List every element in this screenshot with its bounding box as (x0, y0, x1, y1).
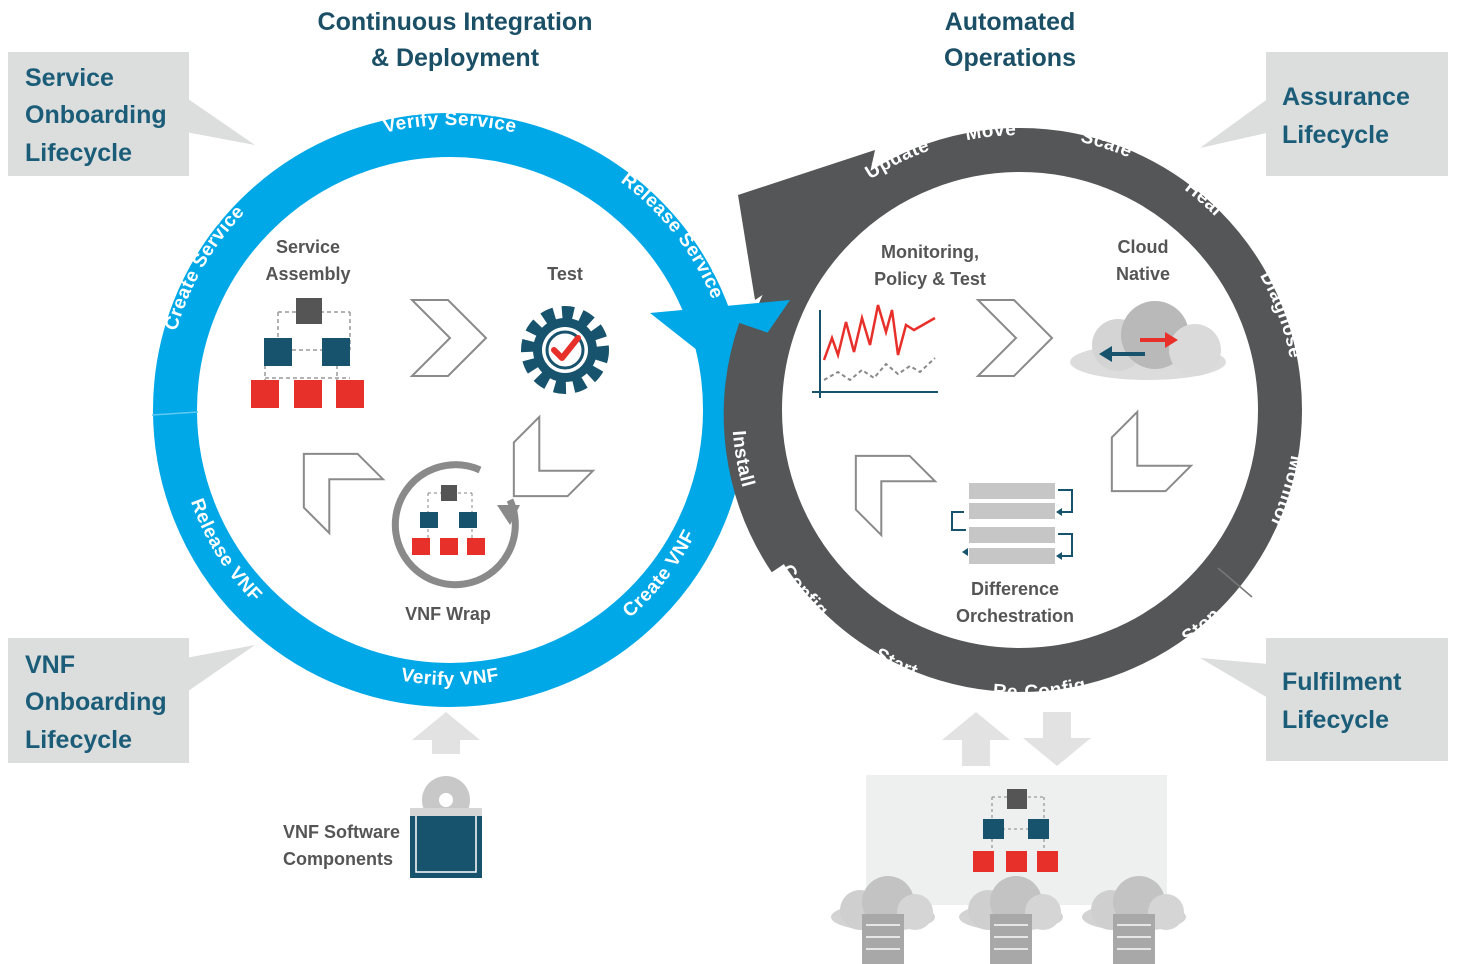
chevron-right-icon (411, 299, 487, 377)
cloud-server-icon-1 (831, 876, 935, 964)
blue-ring-arrowhead (650, 300, 790, 380)
difference-label: Difference (971, 579, 1059, 599)
fulfilment-line1: Fulfilment (1282, 668, 1402, 696)
ci-title-line1: Continuous Integration (318, 8, 593, 36)
service-onboarding-line2: Onboarding (25, 101, 167, 129)
deployed-service-tree-icon (973, 789, 1058, 872)
orchestration-stack-icon (951, 483, 1073, 564)
cloud-server-icon-3 (1082, 876, 1186, 964)
chevron-up-left-icon (275, 425, 385, 535)
assurance-callout: Assurance Lifecycle (1200, 52, 1448, 176)
orchestration-label: Orchestration (956, 606, 1074, 626)
service-onboarding-line1: Service (25, 64, 114, 92)
ops-title-line1: Automated (945, 8, 1076, 36)
vnf-onboarding-line1: VNF (25, 651, 75, 679)
vnf-wrap-icon (391, 461, 520, 589)
test-label: Test (547, 264, 583, 284)
vnf-wrap-label: VNF Wrap (405, 604, 491, 624)
grey-ring-overlap (723, 322, 809, 573)
service-onboarding-line3: Lifecycle (25, 139, 132, 167)
components-label: Components (283, 849, 393, 869)
up-down-arrows-icon (942, 712, 1091, 766)
monitoring-chart-icon (812, 304, 938, 398)
assurance-line2: Lifecycle (1282, 121, 1389, 149)
chevron-up-left-2-icon (827, 427, 937, 537)
fulfilment-line2: Lifecycle (1282, 706, 1389, 734)
cloud-label: Cloud (1118, 237, 1169, 257)
assurance-line1: Assurance (1282, 83, 1410, 111)
chevron-down-left-2-icon (1083, 410, 1193, 520)
vnf-onboarding-line2: Onboarding (25, 688, 167, 716)
service-label: Service (276, 237, 340, 257)
service-assembly-tree-icon (250, 297, 365, 409)
policy-test-label: Policy & Test (874, 269, 986, 289)
monitoring-label: Monitoring, (881, 242, 979, 262)
vnf-software-box-icon (410, 776, 482, 878)
grey-ring-arrowhead (738, 150, 875, 300)
up-arrow-icon (412, 712, 480, 754)
service-onboarding-callout: Service Onboarding Lifecycle (8, 52, 255, 176)
vnf-onboarding-line3: Lifecycle (25, 726, 132, 754)
ci-title-line2: & Deployment (371, 44, 540, 72)
fulfilment-callout: Fulfilment Lifecycle (1200, 638, 1448, 761)
test-gear-icon (521, 306, 609, 394)
cloud-native-icon (1070, 301, 1226, 380)
cloud-server-icon-2 (959, 876, 1063, 964)
ops-title-line2: Operations (944, 44, 1076, 72)
assembly-label: Assembly (265, 264, 350, 284)
vnf-software-label: VNF Software (283, 822, 400, 842)
vnf-onboarding-callout: VNF Onboarding Lifecycle (8, 638, 255, 763)
native-label: Native (1116, 264, 1170, 284)
chevron-right-2-icon (977, 299, 1053, 377)
